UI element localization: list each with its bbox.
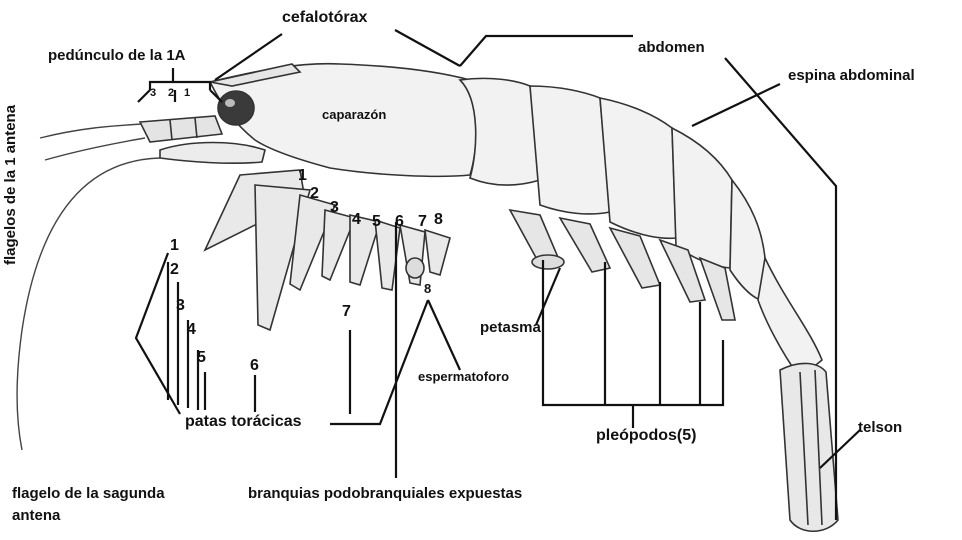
antennae	[17, 124, 160, 450]
abdomen-seg-6	[758, 258, 822, 378]
peduncle-num-2: 2	[168, 88, 174, 99]
flagellum-2a	[17, 158, 160, 450]
label-telson: telson	[858, 420, 902, 435]
leg-num-7: 7	[342, 304, 351, 320]
abdomen-seg-5	[730, 180, 765, 300]
leg-num-body-1: 1	[298, 168, 307, 184]
abdomen-seg-3	[600, 98, 676, 238]
shrimp-body	[140, 64, 838, 532]
tail-fan	[780, 363, 838, 531]
spermatophore-shape	[406, 258, 424, 278]
leg-num-body-2: 2	[310, 186, 319, 202]
peduncle-num-3: 3	[150, 88, 156, 99]
thoracic-legs	[205, 170, 450, 330]
flagellum-1a-lower	[45, 138, 145, 160]
label-petasma: petasma	[480, 320, 541, 335]
label-pedunculo: pedúnculo de la 1A	[48, 48, 186, 63]
label-caparazon: caparazón	[322, 108, 386, 121]
antennule-peduncle	[140, 116, 222, 142]
leg-num-left-5: 5	[197, 350, 206, 366]
label-flagelo-2a-line2: antena	[12, 508, 60, 523]
leg-num-body-7: 7	[418, 214, 427, 230]
label-pleopodos: pleópodos(5)	[596, 428, 696, 444]
label-patas-toracicas: patas torácicas	[185, 414, 302, 430]
leg-num-8: 8	[424, 282, 431, 295]
petasma-shape	[532, 255, 564, 269]
label-espermatoforo: espermatoforo	[418, 370, 509, 383]
flagellum-1a-upper	[40, 124, 142, 138]
eye	[218, 91, 254, 125]
label-branquias: branquias podobranquiales expuestas	[248, 486, 522, 501]
leg-num-left-4: 4	[187, 322, 196, 338]
peduncle-num-1: 1	[184, 88, 190, 99]
leg-num-body-5: 5	[372, 214, 381, 230]
label-flagelos-1a: flagelos de la 1 antena	[2, 65, 20, 265]
leg-num-body-3: 3	[330, 200, 339, 216]
leg-num-6: 6	[250, 358, 259, 374]
leg-num-body-6: 6	[395, 214, 404, 230]
abdomen-seg-2	[530, 86, 610, 214]
label-flagelo-2a-line1: flagelo de la sagunda	[12, 486, 165, 501]
label-cefalotorax: cefalotórax	[282, 10, 367, 26]
label-abdomen: abdomen	[638, 40, 705, 55]
leg-num-left-1: 1	[170, 238, 179, 254]
label-espina-abdominal: espina abdominal	[788, 68, 915, 83]
leg-num-left-3: 3	[176, 298, 185, 314]
leg-num-body-8: 8	[434, 212, 443, 228]
scaphocerite	[160, 143, 265, 164]
leg-num-left-2: 2	[170, 262, 179, 278]
leg-num-body-4: 4	[352, 212, 361, 228]
